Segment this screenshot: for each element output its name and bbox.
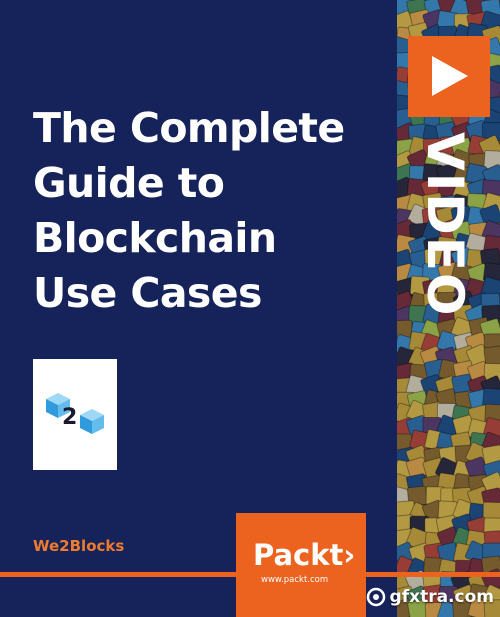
video-play-badge (408, 36, 490, 117)
svg-text:2: 2 (62, 405, 77, 430)
we2blocks-logo-icon: 2 (46, 393, 104, 434)
author-logo: 2 (33, 359, 117, 470)
course-title-line: Blockchain (33, 214, 277, 262)
author-name: We2Blocks (33, 537, 125, 555)
play-icon (432, 56, 468, 96)
course-title-line: The Complete (33, 104, 345, 152)
publisher-url: www.packt.com (261, 575, 329, 585)
course-title-line: Guide to (33, 159, 225, 207)
course-title: The Complete Guide to Blockchain Use Cas… (33, 101, 373, 321)
gfxtra-icon (366, 587, 385, 607)
mosaic-tile (483, 599, 500, 617)
watermark: gfxtra.com (366, 586, 494, 608)
publisher-logo: Packt› (253, 538, 356, 572)
course-title-line: Use Cases (33, 269, 262, 317)
video-format-label: VIDEO (416, 132, 474, 318)
watermark-text: gfxtra.com (389, 587, 494, 607)
publisher-badge: Packt› www.packt.com (236, 513, 366, 617)
mosaic-artwork (397, 0, 500, 617)
